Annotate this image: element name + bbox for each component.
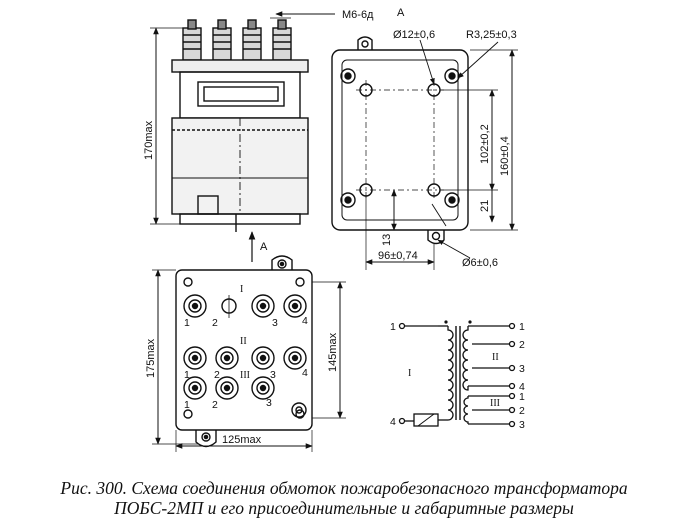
height-170-label: 170max <box>143 120 155 160</box>
secondary-coil-ii <box>462 326 469 391</box>
terminal <box>251 294 275 318</box>
side-view <box>150 11 335 262</box>
row2-terminal-2: 2 <box>214 369 220 381</box>
view-a-outline <box>331 49 469 231</box>
terminal <box>183 346 207 370</box>
primary-winding-label: I <box>408 368 411 379</box>
group-label-iii: III <box>240 370 250 381</box>
iii-terminal-3: 3 <box>519 419 525 431</box>
terminal-studs <box>182 19 292 61</box>
top-plate <box>171 59 309 73</box>
terminal <box>283 346 307 370</box>
secondary-ii-label: II <box>492 352 499 363</box>
view-a <box>331 36 518 270</box>
nameplate <box>197 81 285 107</box>
iii-terminal-2: 2 <box>519 405 525 417</box>
corner-hole <box>444 192 460 208</box>
hole-diameter-6-label: Ø6±0,6 <box>462 257 498 269</box>
dim-21-label: 21 <box>479 200 491 212</box>
figure-caption: Рис. 300. Схема соединения обмоток пожар… <box>0 478 688 518</box>
row1-terminal-3: 3 <box>272 317 278 329</box>
thread-spec-label: М6-6д <box>342 9 374 21</box>
ii-terminal-4: 4 <box>519 381 525 393</box>
ii-terminal-2: 2 <box>519 339 525 351</box>
row1-terminal-2: 2 <box>212 317 218 329</box>
row1-terminal-4: 4 <box>302 315 308 327</box>
corner-hole <box>340 192 356 208</box>
dim-160-label: 160±0,4 <box>499 136 511 176</box>
left-terminal-4: 4 <box>390 416 396 428</box>
corner-hole <box>340 68 356 84</box>
secondary-iii-label: III <box>490 398 500 409</box>
caption-line-2: ПОБС-2МП и его присоединительные и габар… <box>114 498 574 518</box>
dim-102-label: 102±0,2 <box>479 124 491 164</box>
terminal <box>183 376 207 400</box>
dim-96-label: 96±0,74 <box>378 250 418 262</box>
dim-125-label: 125max <box>222 434 262 446</box>
hole-diameter-12-label: Ø12±0,6 <box>393 29 435 41</box>
terminal <box>251 346 275 370</box>
terminal <box>221 295 237 318</box>
terminal <box>215 376 239 400</box>
row2-terminal-1: 1 <box>184 369 190 381</box>
caption-line-1: Рис. 300. Схема соединения обмоток пожар… <box>60 478 628 498</box>
winding-schematic <box>398 322 516 428</box>
corner-radius-label: R3,25±0,3 <box>466 29 517 41</box>
dim-175-label: 175max <box>145 338 157 378</box>
dim-145-label: 145max <box>327 332 339 372</box>
terminal <box>283 294 307 318</box>
view-arrow-label: А <box>260 241 268 253</box>
terminal <box>215 346 239 370</box>
row3-terminal-2: 2 <box>212 399 218 411</box>
row3-terminal-1: 1 <box>184 399 190 411</box>
terminal <box>251 376 275 400</box>
iii-terminal-1: 1 <box>519 391 525 403</box>
ii-terminal-1: 1 <box>519 321 525 333</box>
secondary-coil-iii <box>463 396 469 424</box>
row1-terminal-1: 1 <box>184 317 190 329</box>
group-label-ii: II <box>240 336 247 347</box>
terminal <box>183 294 207 318</box>
row3-terminal-3: 3 <box>266 397 272 409</box>
top-view-outline <box>175 269 313 431</box>
ii-terminal-3: 3 <box>519 363 525 375</box>
left-terminal-1: 1 <box>390 321 396 333</box>
view-a-title: А <box>397 7 405 19</box>
group-label-i: I <box>240 284 243 295</box>
row2-terminal-3: 3 <box>270 369 276 381</box>
terminal <box>291 402 307 418</box>
dim-13-label: 13 <box>381 234 393 246</box>
top-view <box>152 255 346 452</box>
row2-terminal-4: 4 <box>302 367 308 379</box>
primary-coil <box>447 326 454 421</box>
